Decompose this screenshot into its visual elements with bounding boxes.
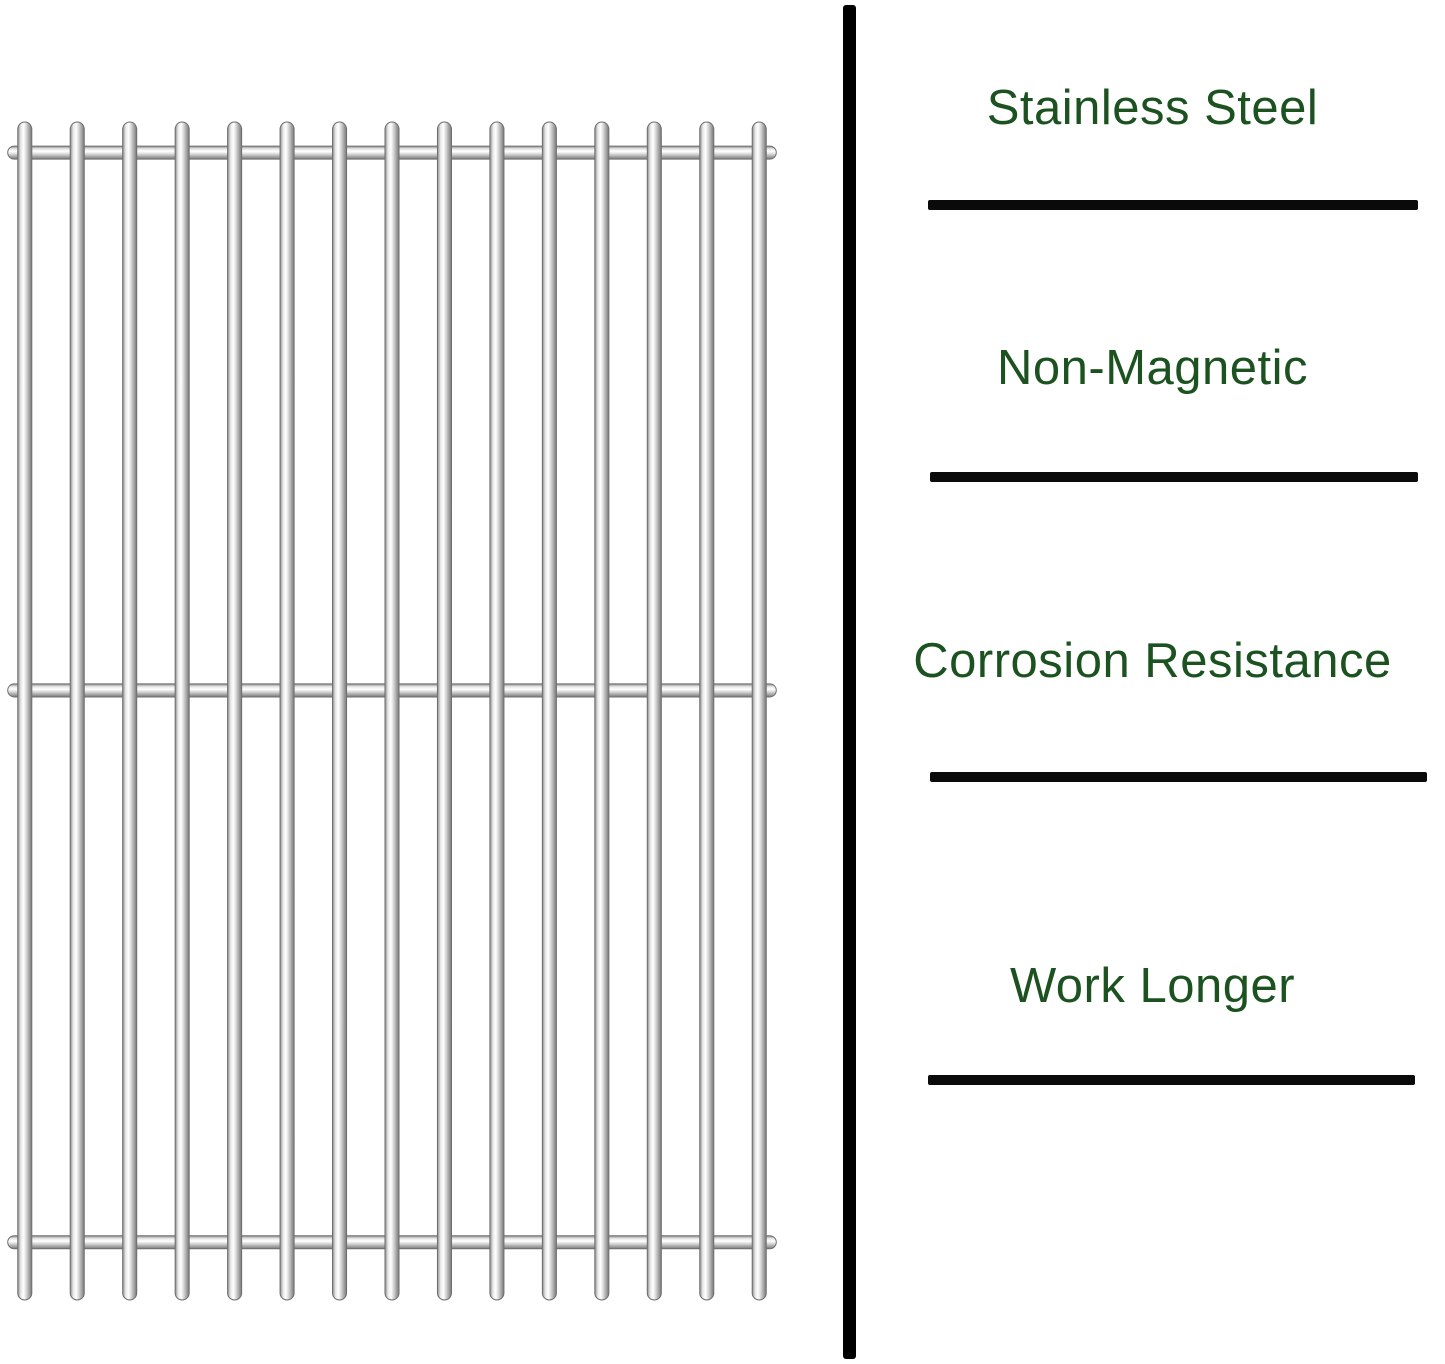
feature-label-stainless-steel: Stainless Steel: [986, 81, 1319, 135]
feature-label-non-magnetic: Non-Magnetic: [996, 341, 1309, 395]
vertical-grate-rods: [17, 121, 767, 1301]
feature-label-work-longer: Work Longer: [1009, 959, 1296, 1013]
grill-grate-svg: [7, 121, 777, 1301]
grill-grate-image: [6, 110, 778, 1310]
feature-underline: [928, 200, 1418, 210]
feature-underline: [928, 1075, 1415, 1085]
vertical-divider-bar: [843, 5, 856, 1359]
feature-underline: [930, 772, 1427, 782]
feature-underline: [930, 472, 1418, 482]
feature-label-corrosion-resistance: Corrosion Resistance: [913, 634, 1392, 688]
